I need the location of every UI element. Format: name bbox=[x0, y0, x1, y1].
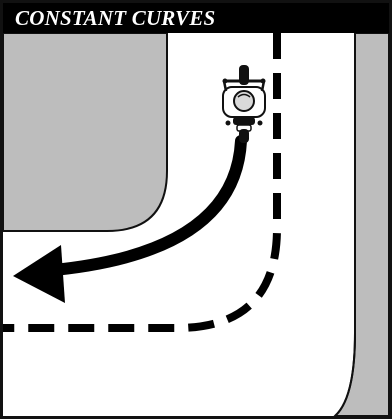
lane-center-line bbox=[3, 33, 281, 332]
motorcycle-rider-icon bbox=[222, 65, 266, 143]
diagram-title: CONSTANT CURVES bbox=[15, 5, 216, 30]
outer-road-edge bbox=[334, 33, 356, 416]
arrow-head bbox=[13, 245, 65, 303]
title-bar: CONSTANT CURVES bbox=[3, 3, 389, 33]
road-scene bbox=[3, 33, 389, 416]
inner-corner-offroad bbox=[3, 33, 168, 232]
curved-path-arrow bbox=[37, 135, 247, 277]
